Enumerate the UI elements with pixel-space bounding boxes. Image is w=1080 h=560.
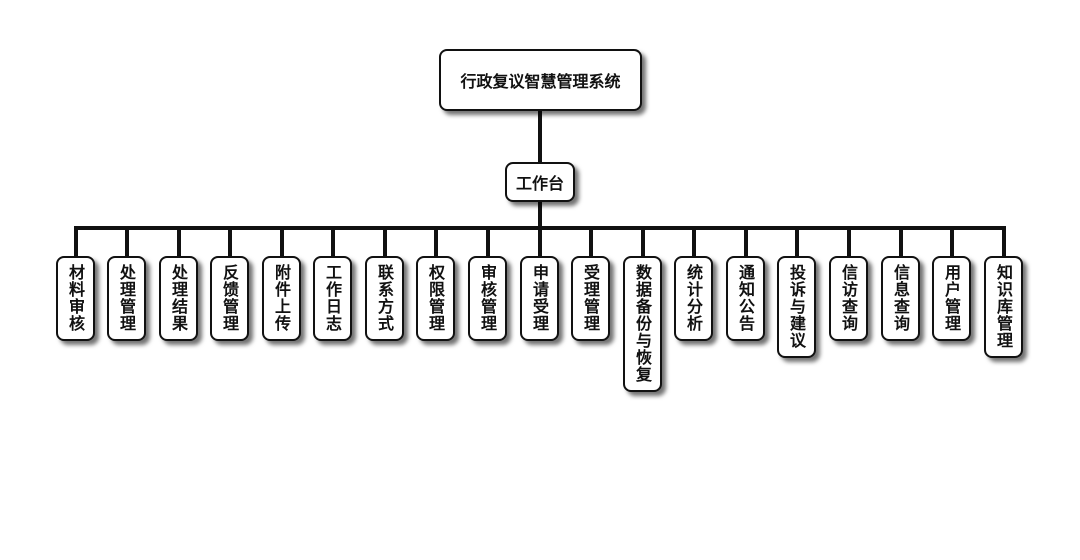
module-node: 处理结果 — [159, 256, 198, 341]
connector-drop — [692, 226, 696, 256]
root-node: 行政复议智慧管理系统 — [439, 49, 642, 111]
module-label: 申请受理 — [530, 264, 549, 332]
module-label: 联系方式 — [375, 264, 394, 332]
connector-drop — [74, 226, 78, 256]
module-label: 工作日志 — [323, 264, 342, 332]
module-node: 反馈管理 — [210, 256, 249, 341]
module-node: 投诉与建议 — [777, 256, 816, 358]
module-node: 权限管理 — [416, 256, 455, 341]
connector-drop — [434, 226, 438, 256]
connector-drop — [331, 226, 335, 256]
module-node: 信息查询 — [881, 256, 920, 341]
connector-drop — [538, 226, 542, 256]
module-label: 用户管理 — [942, 264, 961, 332]
module-label: 反馈管理 — [220, 264, 239, 332]
connector-drop — [177, 226, 181, 256]
connector-drop — [486, 226, 490, 256]
connector-drop — [795, 226, 799, 256]
connector-drop — [1002, 226, 1006, 256]
connector-drop — [125, 226, 129, 256]
module-label: 统计分析 — [684, 264, 703, 332]
connector-drop — [899, 226, 903, 256]
module-node: 处理管理 — [107, 256, 146, 341]
module-node: 联系方式 — [365, 256, 404, 341]
hub-node: 工作台 — [505, 162, 575, 202]
module-node: 受理管理 — [571, 256, 610, 341]
connector-drop — [280, 226, 284, 256]
module-node: 知识库管理 — [984, 256, 1023, 358]
module-label: 通知公告 — [736, 264, 755, 332]
connector-root-hub — [538, 111, 542, 162]
module-label: 数据备份与恢复 — [633, 264, 652, 383]
module-label: 信访查询 — [839, 264, 858, 332]
module-node: 附件上传 — [262, 256, 301, 341]
module-node: 信访查询 — [829, 256, 868, 341]
module-node: 用户管理 — [932, 256, 971, 341]
connector-drop — [228, 226, 232, 256]
connector-hub-bus — [538, 202, 542, 228]
module-node: 材料审核 — [56, 256, 95, 341]
module-node: 统计分析 — [674, 256, 713, 341]
module-node: 工作日志 — [313, 256, 352, 341]
module-label: 知识库管理 — [994, 264, 1013, 349]
connector-drop — [641, 226, 645, 256]
module-label: 受理管理 — [581, 264, 600, 332]
module-node: 通知公告 — [726, 256, 765, 341]
module-label: 附件上传 — [272, 264, 291, 332]
module-label: 处理管理 — [117, 264, 136, 332]
connector-drop — [744, 226, 748, 256]
connector-drop — [950, 226, 954, 256]
module-label: 权限管理 — [426, 264, 445, 332]
module-label: 信息查询 — [891, 264, 910, 332]
module-node: 数据备份与恢复 — [623, 256, 662, 392]
module-label: 材料审核 — [66, 264, 85, 332]
root-node-label: 行政复议智慧管理系统 — [460, 72, 621, 91]
connector-drop — [589, 226, 593, 256]
module-label: 投诉与建议 — [787, 264, 806, 349]
module-label: 审核管理 — [478, 264, 497, 332]
hub-node-label: 工作台 — [515, 174, 564, 193]
module-label: 处理结果 — [169, 264, 188, 332]
module-node: 审核管理 — [468, 256, 507, 341]
connector-drop — [847, 226, 851, 256]
connector-drop — [383, 226, 387, 256]
module-node: 申请受理 — [520, 256, 559, 341]
